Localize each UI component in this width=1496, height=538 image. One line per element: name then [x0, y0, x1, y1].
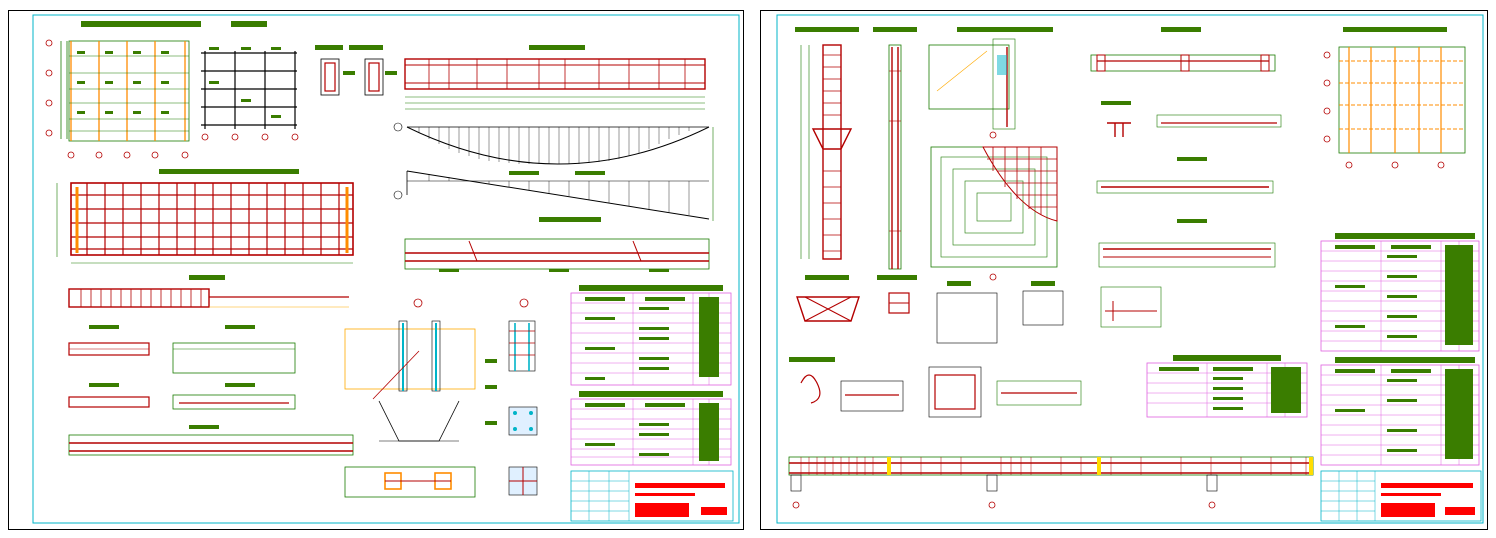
beam-plan-grid: [201, 47, 299, 141]
footing-section: [344, 298, 497, 498]
rebar-schedule-table-2: [570, 391, 732, 466]
slab-rebar-mesh: [56, 169, 354, 264]
continuous-beam-elevation: [788, 456, 1314, 509]
rebar-schedule-table-right-2: [1320, 357, 1480, 466]
beam-detail-left: [68, 275, 349, 308]
foundation-plan-grid: [45, 21, 267, 159]
column-rebar-details: [508, 298, 538, 496]
shear-diagram: [393, 127, 714, 221]
slab-plan-orange: [1323, 27, 1466, 169]
column-elevation-2: [873, 27, 917, 270]
inner-frame: [776, 14, 1484, 524]
rebar-schedule-table-1: [570, 285, 732, 386]
drawing-sheet-left: [8, 10, 744, 530]
column-elevation-1: [795, 27, 859, 260]
drawing-sheet-right: [760, 10, 1488, 530]
sheet-left-canvas: [32, 14, 740, 524]
sheet-right-canvas: [776, 14, 1484, 524]
title-block-right: [1320, 470, 1482, 522]
column-sections: [315, 45, 397, 96]
rebar-schedule-table-center: [1146, 355, 1308, 418]
inner-frame: [32, 14, 740, 524]
beam-elevation-middle: [404, 217, 710, 272]
beam-details-right: [1090, 27, 1282, 268]
beam-elevation-top: [404, 45, 706, 110]
moment-diagram-1: [393, 122, 710, 175]
pile-cap-details: [789, 275, 1162, 418]
rebar-schedule-table-right-1: [1320, 233, 1480, 352]
small-beam-details: [68, 325, 354, 456]
title-block-left: [570, 470, 734, 522]
stepped-footing-plan: [928, 27, 1058, 281]
